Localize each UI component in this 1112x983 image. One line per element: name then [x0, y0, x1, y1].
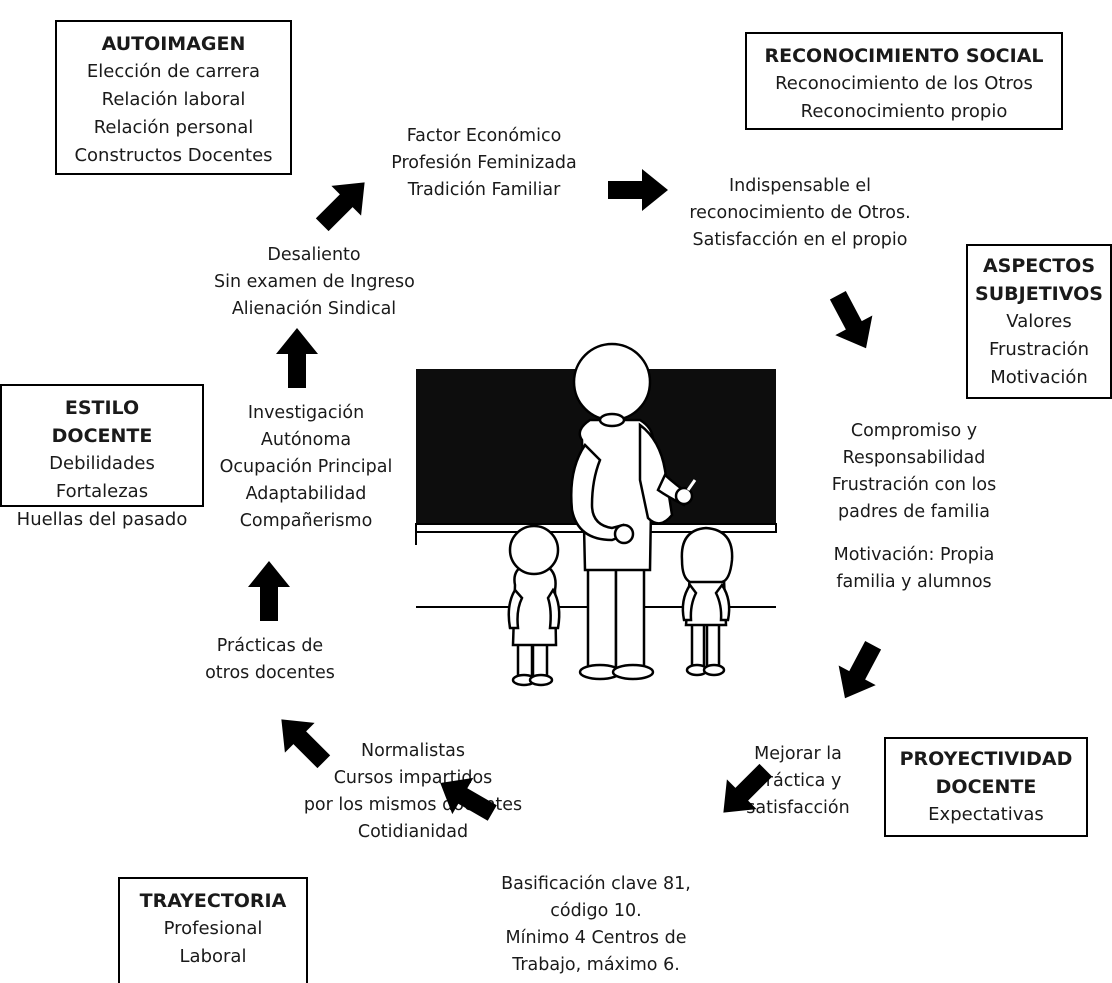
- aspectos-line: Valores: [1006, 311, 1072, 332]
- proyectividad-title: PROYECTIVIDAD: [899, 748, 1073, 770]
- indispensable-text: Indispensable el reconocimiento de Otros…: [680, 173, 920, 254]
- text-line: código 10.: [550, 901, 642, 921]
- text-line: Motivación: Propia: [833, 545, 995, 565]
- text-line: Ocupación Principal: [219, 457, 393, 477]
- arrow-down-left-icon: [708, 755, 781, 828]
- factor-text: Factor Económico Profesión Feminizada Tr…: [384, 123, 584, 204]
- trayectoria-title: TRAYECTORIA: [139, 890, 287, 912]
- text-line: Factor Económico: [406, 126, 562, 146]
- aspectos-line: Frustración: [988, 339, 1090, 360]
- arrow-up-left-icon: [266, 704, 339, 777]
- basificacion-text: Basificación clave 81, código 10. Mínimo…: [486, 871, 706, 979]
- text-line: práctica y: [754, 771, 842, 791]
- estilo-docente-box: ESTILO DOCENTE Debilidades Fortalezas Hu…: [0, 384, 204, 530]
- arrow-down-right-icon: [819, 285, 885, 359]
- text-line: Mejorar la: [754, 744, 842, 764]
- text-line: otros docentes: [205, 663, 335, 683]
- text-line: Cotidianidad: [357, 822, 469, 842]
- trayectoria-line: Laboral: [179, 946, 247, 967]
- text-line: padres de familia: [838, 502, 990, 522]
- teacher-at-blackboard-illustration: [415, 342, 777, 687]
- estilo-line: Debilidades: [49, 453, 155, 474]
- text-line: Compañerismo: [239, 511, 373, 531]
- aspectos-line: Motivación: [990, 367, 1088, 388]
- reconocimiento-line: Reconocimiento de los Otros: [775, 73, 1033, 94]
- arrow-up-icon: [276, 328, 318, 388]
- autoimagen-line: Relación laboral: [101, 89, 246, 110]
- estilo-line: Fortalezas: [55, 481, 149, 502]
- reconocimiento-title: RECONOCIMIENTO SOCIAL: [764, 45, 1044, 67]
- text-line: Satisfacción en el propio: [692, 230, 908, 250]
- proyectividad-title: DOCENTE: [935, 776, 1037, 798]
- text-line: Prácticas de: [216, 636, 324, 656]
- text-line: Mínimo 4 Centros de: [505, 928, 687, 948]
- trayectoria-line: Profesional: [163, 918, 263, 939]
- text-line: Basificación clave 81,: [501, 874, 691, 894]
- autoimagen-title: AUTOIMAGEN: [101, 33, 246, 55]
- estilo-title: ESTILO DOCENTE: [51, 397, 153, 447]
- mejorar-text: Mejorar la práctica y satisfacción: [728, 741, 868, 822]
- arrow-down-left-icon: [826, 635, 892, 709]
- text-line: Normalistas: [360, 741, 465, 761]
- text-line: Sin examen de Ingreso: [214, 272, 415, 292]
- arrow-up-right-icon: [307, 167, 380, 240]
- text-line: Investigación: [247, 403, 365, 423]
- text-line: Alienación Sindical: [231, 299, 397, 319]
- text-line: Autónoma: [260, 430, 352, 450]
- text-line: Indispensable el: [728, 176, 872, 196]
- text-line: satisfacción: [746, 798, 850, 818]
- text-line: Profesión Feminizada: [391, 153, 577, 173]
- arrow-up-left-icon: [429, 764, 503, 832]
- estilo-line: Huellas del pasado: [16, 509, 188, 530]
- autoimagen-line: Elección de carrera: [86, 61, 261, 82]
- desaliento-text: Desaliento Sin examen de Ingreso Alienac…: [214, 242, 415, 323]
- text-line: Responsabilidad: [842, 448, 986, 468]
- autoimagen-line: Relación personal: [93, 117, 254, 138]
- aspectos-subjetivos-box: ASPECTOS SUBJETIVOS Valores Frustración …: [966, 244, 1112, 399]
- proyectividad-docente-box: PROYECTIVIDAD DOCENTE Expectativas: [884, 737, 1088, 837]
- reconocimiento-line: Reconocimiento propio: [800, 101, 1008, 122]
- arrow-right-icon: [608, 169, 668, 211]
- text-line: Desaliento: [267, 245, 361, 265]
- aspectos-title: SUBJETIVOS: [975, 283, 1103, 305]
- investigacion-text: Investigación Autónoma Ocupación Princip…: [206, 400, 406, 535]
- arrow-up-icon: [248, 561, 290, 621]
- practicas-text: Prácticas de otros docentes: [170, 633, 370, 687]
- aspectos-title: ASPECTOS: [982, 255, 1096, 277]
- motivacion-text: Motivación: Propia familia y alumnos: [814, 542, 1014, 596]
- reconocimiento-social-box: RECONOCIMIENTO SOCIAL Reconocimiento de …: [745, 32, 1063, 130]
- text-line: familia y alumnos: [836, 572, 992, 592]
- autoimagen-line: Constructos Docentes: [74, 145, 273, 166]
- proyectividad-line: Expectativas: [928, 804, 1044, 825]
- text-line: Compromiso y: [850, 421, 978, 441]
- text-line: Adaptabilidad: [245, 484, 367, 504]
- compromiso-text: Compromiso y Responsabilidad Frustración…: [814, 418, 1014, 526]
- text-line: reconocimiento de Otros.: [689, 203, 911, 223]
- trayectoria-box: TRAYECTORIA Profesional Laboral: [118, 877, 308, 983]
- autoimagen-box: AUTOIMAGEN Elección de carrera Relación …: [55, 20, 292, 175]
- text-line: Tradición Familiar: [407, 180, 561, 200]
- text-line: Trabajo, máximo 6.: [512, 955, 680, 975]
- text-line: Frustración con los: [831, 475, 997, 495]
